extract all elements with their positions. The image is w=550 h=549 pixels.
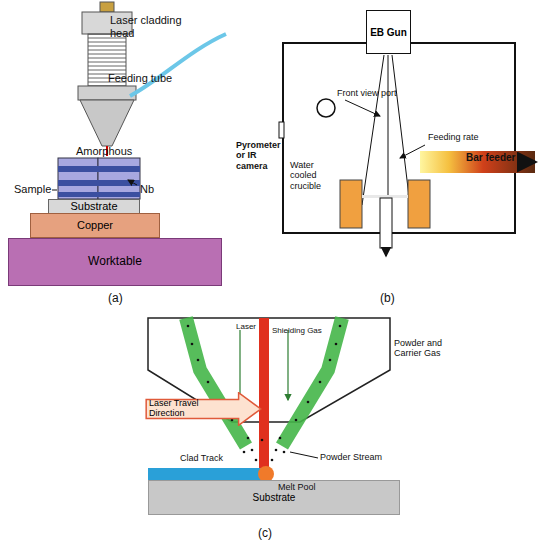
- node-text: Substrate: [70, 200, 117, 212]
- part-label: Pyrometer or IR camera: [236, 140, 284, 171]
- node-text: Laser Travel Direction: [149, 399, 232, 419]
- travel-direction-arrow: Laser Travel Direction: [145, 392, 262, 426]
- node-text: Copper: [77, 219, 113, 231]
- vacuum-chamber: [279, 43, 535, 256]
- part-label: Water cooled crucible: [290, 160, 342, 191]
- part-label: Feeding tube: [108, 72, 172, 85]
- node-text: Worktable: [88, 255, 142, 268]
- copper-block: Copper: [30, 213, 160, 238]
- part-label: Powder Stream: [320, 452, 382, 462]
- substrate-block: Substrate: [148, 480, 400, 515]
- part-label: Powder and Carrier Gas: [394, 338, 468, 359]
- part-label: Clad Track: [180, 453, 223, 463]
- part-label: Shielding Gas: [272, 326, 322, 335]
- part-label: Sample: [14, 183, 51, 196]
- part-label: (b): [380, 292, 395, 306]
- nozzle: [148, 318, 390, 482]
- part-label: Laser cladding head: [110, 14, 190, 39]
- node-text: EB Gun: [370, 27, 407, 38]
- part-label: Bar feeder: [466, 152, 515, 164]
- part-label: Melt Pool: [278, 482, 316, 492]
- substrate-block: Substrate: [48, 199, 140, 214]
- worktable-block: Worktable: [8, 238, 222, 286]
- part-label: (c): [258, 527, 272, 541]
- cladding-head: [78, 2, 226, 156]
- part-label: Feeding rate: [428, 132, 479, 142]
- part-label: Front view port: [337, 88, 397, 98]
- part-label: (a): [108, 292, 123, 306]
- part-label: Laser: [236, 322, 256, 331]
- eb-gun-box: EB Gun: [366, 10, 411, 54]
- sample-stack: [58, 158, 140, 199]
- node-text: Substrate: [253, 492, 296, 503]
- part-label: Nb: [140, 183, 154, 196]
- part-label: Amorphous: [76, 145, 132, 158]
